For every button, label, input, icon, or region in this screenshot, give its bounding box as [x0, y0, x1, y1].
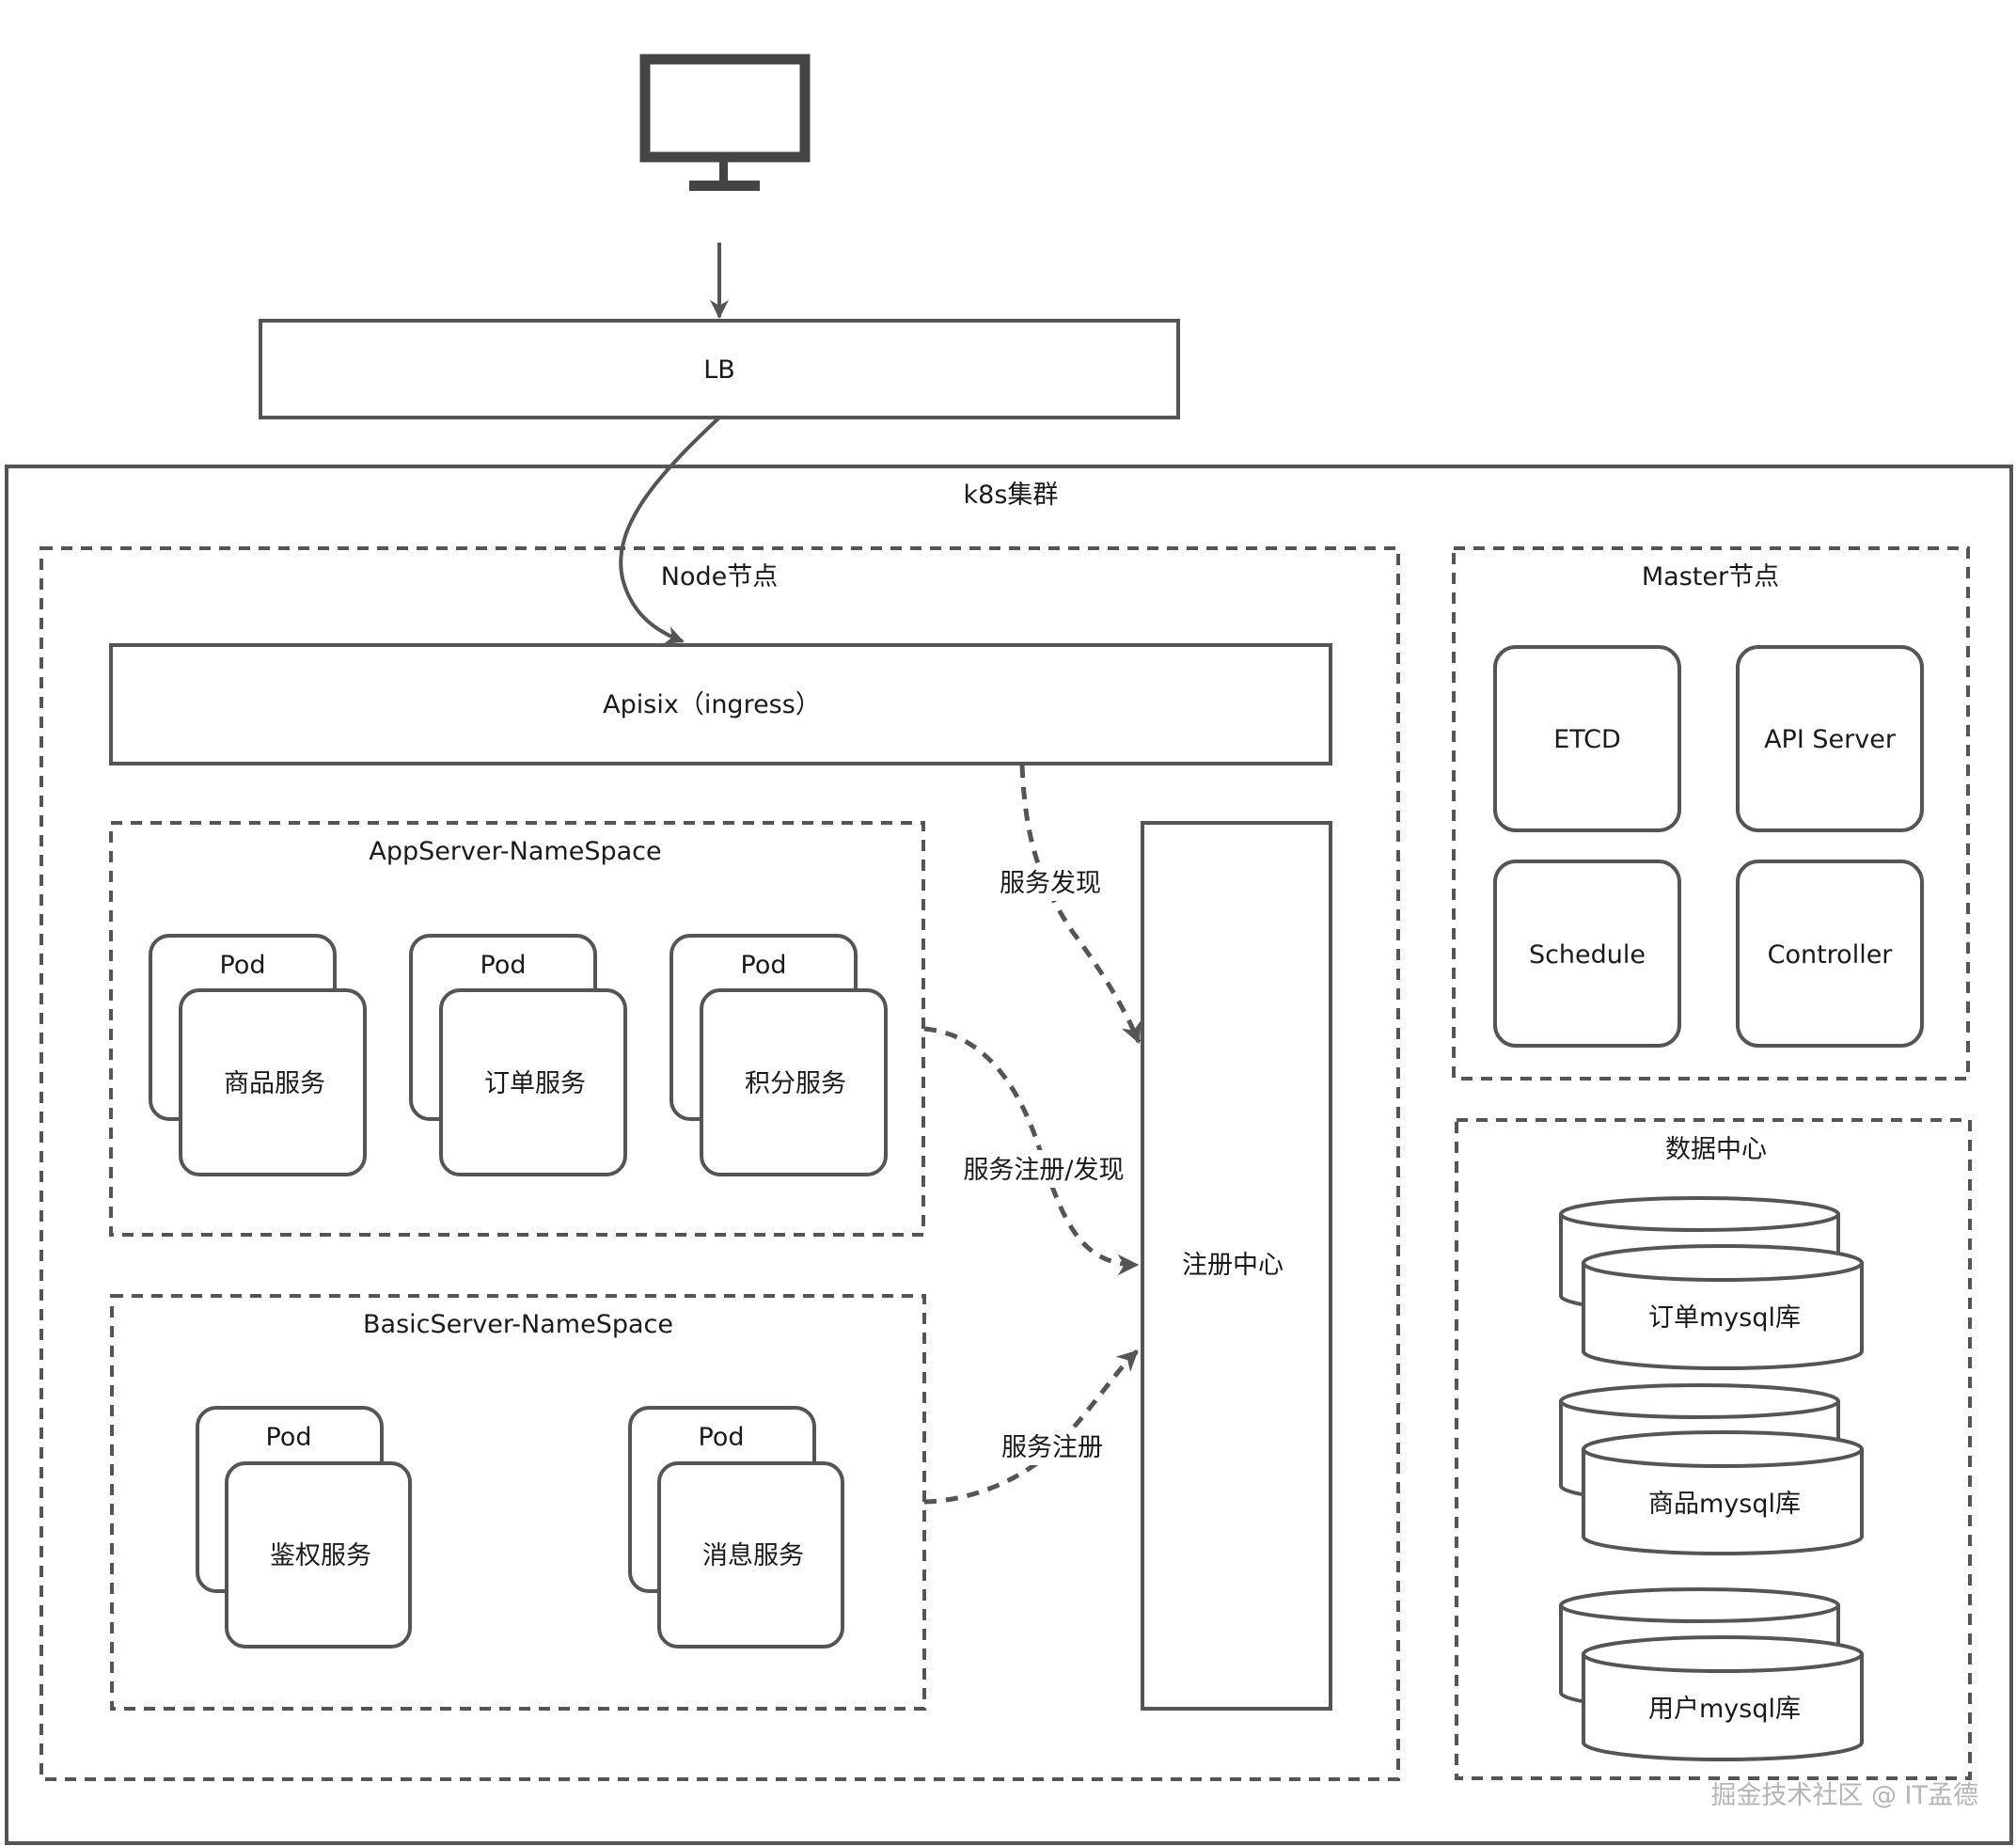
component-label: API Server: [1764, 725, 1897, 754]
master-area: Master节点 ETCD API Server Schedule Contro…: [1452, 546, 1970, 1081]
cluster-title: k8s集群: [964, 481, 1059, 510]
appserver-namespace-title: AppServer-NameSpace: [369, 837, 661, 866]
pod-card[interactable]: Pod 积分服务: [669, 934, 888, 1176]
pod-card[interactable]: Pod 商品服务: [149, 934, 367, 1176]
datacenter-title: 数据中心: [1665, 1135, 1767, 1164]
component-label: Schedule: [1529, 940, 1646, 970]
edge-service-register-discover: 服务注册/发现: [923, 1026, 1140, 1276]
database-label: 用户mysql库: [1648, 1695, 1801, 1724]
pod-label: Pod: [699, 1423, 745, 1452]
node-area: Node节点: [39, 546, 1400, 1781]
schedule-box[interactable]: Schedule: [1493, 860, 1681, 1048]
service-label: 鉴权服务: [270, 1541, 371, 1570]
component-label: ETCD: [1553, 725, 1621, 754]
pod-card[interactable]: Pod 消息服务: [628, 1406, 844, 1649]
apisix-ingress-box[interactable]: Apisix（ingress）: [109, 643, 1332, 765]
pod-card[interactable]: Pod 鉴权服务: [196, 1406, 412, 1649]
registry-label: 注册中心: [1182, 1251, 1284, 1280]
monitor-icon: [639, 54, 811, 191]
lb-box[interactable]: LB: [259, 319, 1180, 419]
pod-card[interactable]: Pod 订单服务: [409, 934, 627, 1176]
edge-label: 服务注册/发现: [963, 1156, 1124, 1185]
watermark: 掘金技术社区 @ IT孟德: [1710, 1781, 1978, 1810]
basicserver-namespace: BasicServer-NameSpace Pod 鉴权服务 Pod 消息服务: [110, 1294, 926, 1711]
basicserver-namespace-title: BasicServer-NameSpace: [363, 1310, 673, 1339]
database-label: 商品mysql库: [1648, 1490, 1801, 1519]
edge-service-discovery: 服务发现: [989, 765, 1142, 1045]
lb-to-apisix-arrow: [619, 416, 721, 644]
pod-label: Pod: [741, 951, 787, 980]
master-title: Master节点: [1642, 562, 1779, 592]
service-label: 商品服务: [224, 1069, 325, 1098]
database-cylinder[interactable]: 商品mysql库: [1559, 1383, 1864, 1555]
lb-label: LB: [703, 355, 735, 385]
edge-label: 服务注册: [1001, 1433, 1103, 1462]
component-label: Controller: [1768, 940, 1894, 970]
database-label: 订单mysql库: [1648, 1303, 1801, 1333]
apisix-label: Apisix（ingress）: [603, 690, 821, 719]
api-server-box[interactable]: API Server: [1736, 645, 1924, 832]
database-cylinder[interactable]: 用户mysql库: [1559, 1587, 1864, 1761]
edge-service-register: 服务注册: [923, 1349, 1139, 1505]
registry-box[interactable]: 注册中心: [1141, 821, 1332, 1711]
edge-label: 服务发现: [1000, 869, 1101, 898]
pod-label: Pod: [480, 951, 527, 980]
database-cylinder[interactable]: 订单mysql库: [1559, 1196, 1864, 1370]
pod-label: Pod: [220, 951, 266, 980]
service-label: 订单服务: [484, 1069, 586, 1098]
controller-box[interactable]: Controller: [1736, 860, 1924, 1048]
datacenter-area: 数据中心 订单mysql库 商品mysql库 用户mysql库: [1455, 1118, 1972, 1780]
pod-label: Pod: [266, 1423, 312, 1452]
service-label: 积分服务: [745, 1069, 846, 1098]
k8s-cluster: k8s集群: [5, 465, 2013, 1845]
node-title: Node节点: [661, 562, 778, 592]
etcd-box[interactable]: ETCD: [1493, 645, 1681, 832]
service-label: 消息服务: [702, 1541, 804, 1570]
appserver-namespace: AppServer-NameSpace Pod 商品服务 Pod 订单服务 Po…: [109, 821, 925, 1237]
